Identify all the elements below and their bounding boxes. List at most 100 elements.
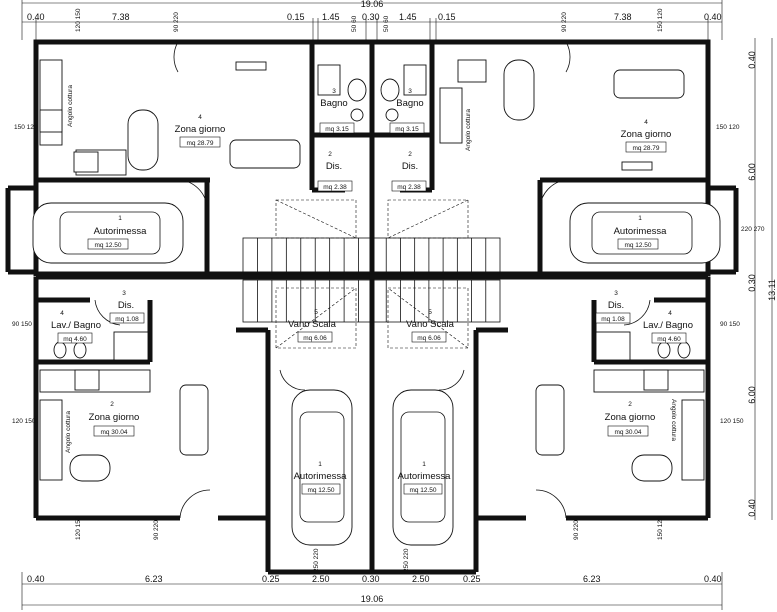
opening-label: 150 120	[657, 516, 664, 540]
room-area: mq 3.15	[325, 126, 349, 133]
car-bottom-left-icon	[291, 389, 353, 546]
opening-label: 90 220	[561, 12, 568, 32]
car-top-right-icon	[569, 202, 721, 264]
room-number: 2	[408, 151, 412, 158]
opening-label: 150 120	[657, 8, 664, 32]
label-angolo-cottura-bottom-right: Angolo cottura	[670, 399, 677, 441]
room-number: 1	[118, 215, 122, 222]
top-dim-2: 7.38	[112, 12, 130, 22]
room-area: mq 12.50	[94, 242, 121, 249]
opening-label: 90 150	[720, 321, 740, 328]
room-area: mq 30.04	[100, 429, 127, 436]
top-dim-5: 0.30	[362, 12, 380, 22]
label-angolo-cottura-bottom-left: Angolo cottura	[65, 411, 72, 453]
opening-labels: 120 150 90 220 50 60 50 60 90 220 150 12…	[12, 8, 765, 572]
right-dim-1: 0.40	[747, 51, 757, 69]
room-area: mq 12.50	[307, 487, 334, 494]
room-name: Dis.	[118, 300, 134, 311]
bottom-dim-7: 0.25	[463, 574, 481, 584]
bottom-dim-3: 0.25	[262, 574, 280, 584]
opening-label: 150 120	[14, 124, 38, 131]
opening-label: 250 220	[403, 548, 410, 572]
bottom-dim-5: 0.30	[362, 574, 380, 584]
room-name: Zona giorno	[621, 129, 672, 140]
bottom-dimensions: 0.40 6.23 0.25 2.50 0.30 2.50 0.25 6.23 …	[21, 572, 723, 610]
room-number: 1	[422, 461, 426, 468]
top-dim-7: 0.15	[438, 12, 456, 22]
room-number: 2	[328, 151, 332, 158]
opening-label: 50 60	[351, 15, 358, 32]
top-dim-1: 0.40	[27, 12, 45, 22]
room-zona-giorno-bottom-left: 2 Zona giorno mq 30.04	[89, 401, 139, 437]
room-dis-bottom-right: 3 Dis. mq 1.08	[595, 290, 631, 324]
room-area: mq 3.15	[395, 126, 419, 133]
room-area: mq 2.38	[397, 184, 421, 191]
bottom-dim-1: 0.40	[27, 574, 45, 584]
opening-label: 120 150	[720, 418, 744, 425]
room-name: Autorimessa	[614, 226, 668, 237]
room-zona-giorno-top-right: 4 Zona giorno mq 28.79	[621, 119, 672, 153]
room-number: 3	[332, 88, 336, 95]
room-number: 4	[198, 114, 202, 121]
opening-label: 120 150	[75, 516, 82, 540]
room-area: mq 28.79	[186, 140, 213, 147]
room-number: 5	[428, 309, 432, 316]
room-name: Zona giorno	[605, 412, 656, 423]
room-number: 3	[408, 88, 412, 95]
room-vano-scala-right: 5 Vano Scala mq 6.06	[406, 309, 455, 343]
room-name: Autorimessa	[94, 226, 148, 237]
bottom-dim-6: 2.50	[412, 574, 430, 584]
room-bagno-left: 3 Bagno mq 3.15	[319, 88, 355, 134]
room-area: mq 30.04	[614, 429, 641, 436]
top-dim-3: 0.15	[287, 12, 305, 22]
room-area: mq 4.60	[63, 336, 87, 343]
room-number: 2	[110, 401, 114, 408]
room-name: Lav./ Bagno	[51, 320, 101, 331]
room-name: Zona giorno	[175, 124, 226, 135]
right-total-dimension: 13.11	[767, 279, 777, 301]
bottom-dim-8: 6.23	[583, 574, 601, 584]
room-area: mq 28.79	[632, 145, 659, 152]
opening-label: 120 150	[12, 418, 36, 425]
room-number: 5	[314, 309, 318, 316]
bottom-dim-2: 6.23	[145, 574, 163, 584]
room-lav-bagno-right: 4 Lav./ Bagno mq 4.60	[643, 310, 693, 344]
bottom-dim-9: 0.40	[704, 574, 722, 584]
doors	[94, 41, 651, 519]
opening-label: 90 220	[573, 520, 580, 540]
car-bottom-right-icon	[392, 389, 454, 546]
room-lav-bagno-left: 4 Lav./ Bagno mq 4.60	[51, 310, 101, 344]
label-angolo-cottura-top-right: Angolo cottura	[465, 109, 472, 151]
opening-label: 90 220	[153, 520, 160, 540]
room-area: mq 12.50	[409, 487, 436, 494]
room-name: Bagno	[320, 98, 347, 109]
room-autorimessa-bottom-right: 1 Autorimessa mq 12.50	[398, 461, 451, 495]
room-dis-bottom-left: 3 Dis. mq 1.08	[109, 290, 145, 324]
opening-label: 90 220	[173, 12, 180, 32]
room-autorimessa-bottom-left: 1 Autorimessa mq 12.50	[294, 461, 347, 495]
stairs	[242, 199, 501, 349]
room-area: mq 12.50	[624, 242, 651, 249]
opening-label: 90 150	[12, 321, 32, 328]
room-dis-top-left: 2 Dis. mq 2.38	[317, 151, 353, 192]
room-bagno-right: 3 Bagno mq 3.15	[389, 88, 425, 134]
right-dim-4: 6.00	[747, 386, 757, 404]
room-name: Bagno	[396, 98, 423, 109]
opening-label: 150 120	[716, 124, 740, 131]
opening-label: 120 150	[75, 8, 82, 32]
top-dim-4: 1.45	[322, 12, 340, 22]
opening-label: 50 60	[383, 15, 390, 32]
bottom-total-dimension: 19.06	[361, 594, 384, 604]
room-number: 4	[668, 310, 672, 317]
room-name: Dis.	[608, 300, 624, 311]
room-zona-giorno-bottom-right: 2 Zona giorno mq 30.04	[605, 401, 656, 437]
opening-label: 250 220	[313, 548, 320, 572]
room-area: mq 2.38	[323, 184, 347, 191]
room-autorimessa-top-left: 1 Autorimessa mq 12.50	[87, 215, 148, 250]
room-name: Dis.	[326, 161, 342, 172]
room-area: mq 4.60	[657, 336, 681, 343]
right-dim-2: 6.00	[747, 163, 757, 181]
right-dim-5: 0.40	[747, 499, 757, 517]
room-area: mq 6.06	[303, 335, 327, 342]
